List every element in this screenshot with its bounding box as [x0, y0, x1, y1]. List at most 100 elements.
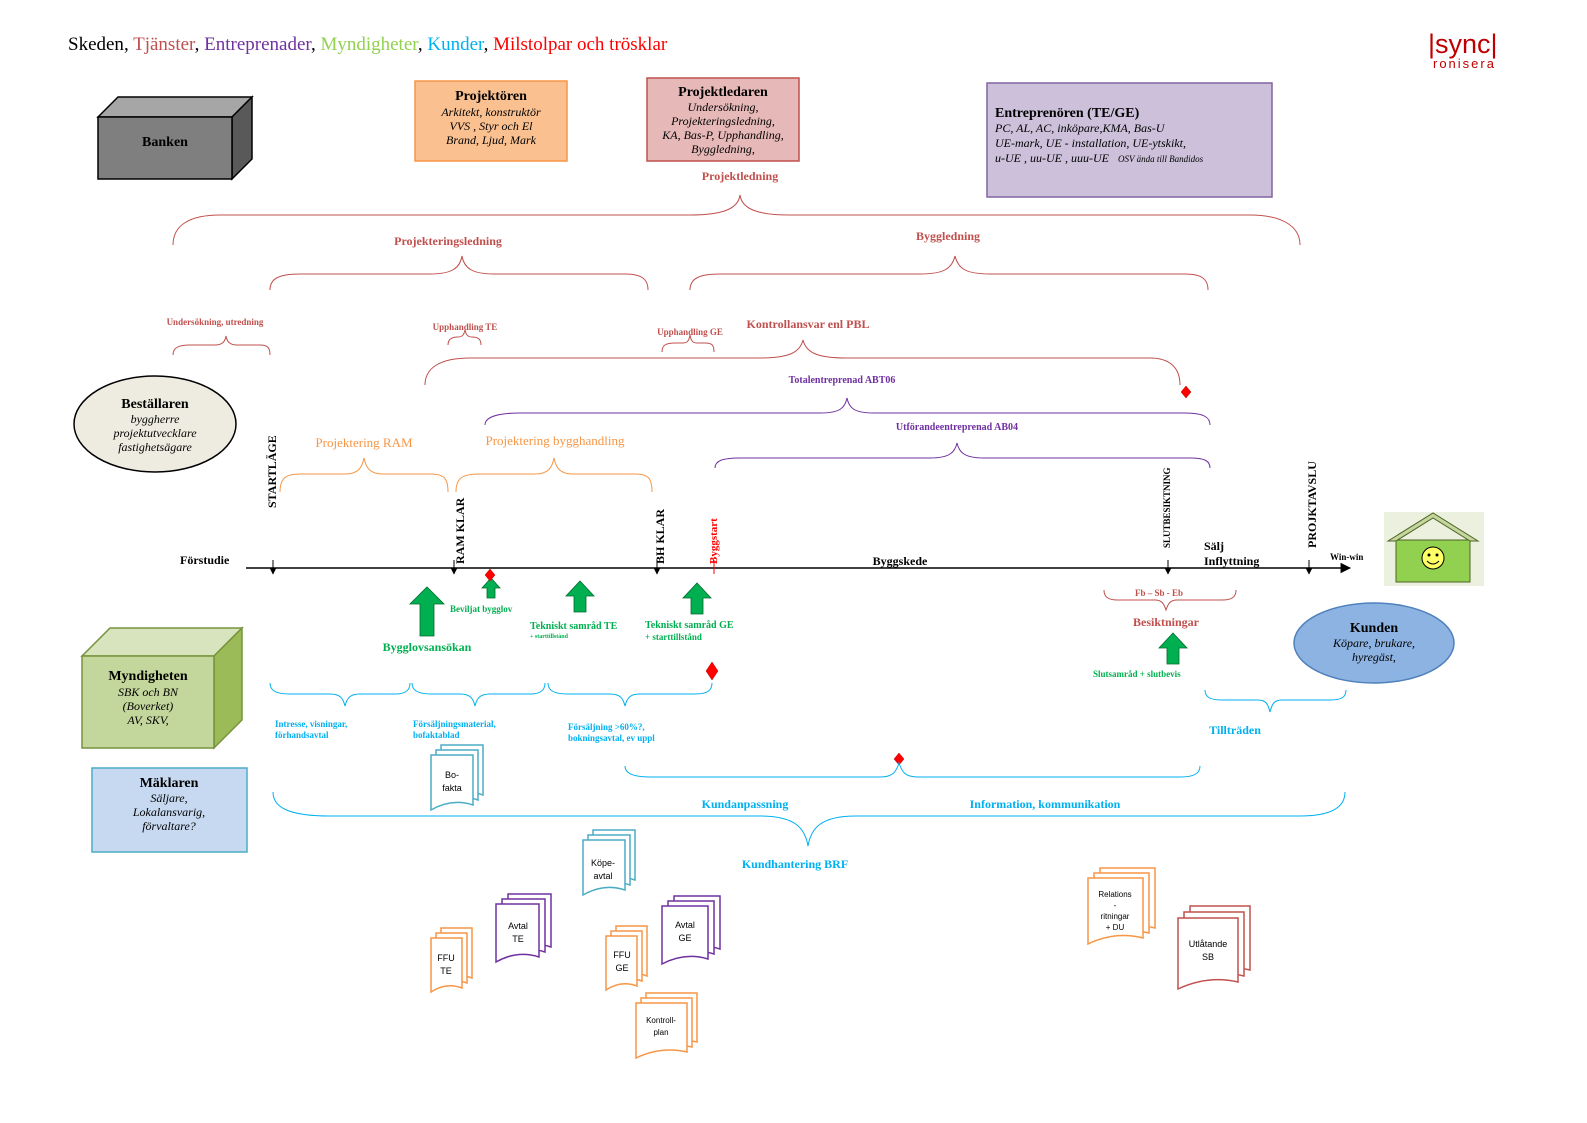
label-fb-sb-eb: Fb – Sb - Eb [1135, 588, 1183, 598]
doc-kopeavtal-icon [582, 829, 636, 897]
bestallaren-line: byggherre [131, 412, 181, 426]
label-tekniskt-ge-sub: + starttillstånd [645, 632, 702, 642]
entreprenoren-box: Entreprenören (TE/GE) PC, AL, AC, inköpa… [986, 82, 1273, 198]
logo-line2: ronisera [1433, 56, 1496, 71]
entreprenoren-line: u-UE , uu-UE , uuu-UE [995, 151, 1110, 165]
myndigheten-line: (Boverket) [123, 699, 174, 713]
arrow-slutsamrad-icon [1158, 632, 1188, 665]
entreprenoren-title: Entreprenören (TE/GE) [995, 106, 1140, 121]
projektoren-line: Brand, Ljud, Mark [446, 133, 537, 147]
title-part: Kunder [427, 34, 485, 55]
arrow-beviljat-bygglov-icon [481, 577, 501, 599]
label-slutsamrad: Slutsamråd + slutbevis [1093, 669, 1181, 679]
house-smiley-icon [1384, 512, 1484, 586]
projektledaren-line: KA, Bas-P, Upphandling, [661, 128, 783, 142]
label-forsaljningsmaterial-line: Försäljningsmaterial, [413, 719, 496, 729]
doc-kontrollplan-icon [635, 992, 698, 1060]
doc-relationsritningar-icon [1087, 867, 1156, 946]
label-projektledning: Projektledning [702, 169, 778, 183]
label-projektering-bygghandling: Projektering bygghandling [485, 433, 625, 448]
brace-kontrollansvar [424, 339, 1181, 386]
arrow-bygglovsansokan-icon [409, 586, 445, 637]
kunden-line: hyregäst, [1352, 650, 1396, 664]
doc-bofakta-line: fakta [442, 783, 462, 793]
arrow-tekniskt-te-icon [565, 580, 595, 613]
brace-kundanpassning-information [624, 761, 1201, 778]
title-part: , [124, 34, 133, 55]
label-kontrollansvar: Kontrollansvar enl PBL [747, 317, 870, 331]
myndigheten-box: Myndigheten SBK och BN (Boverket) AV, SK… [80, 626, 244, 750]
sync-logo: |sync| ronisera [1428, 29, 1498, 71]
brace-utforandeentreprenad [714, 442, 1211, 469]
title-part: , [418, 34, 428, 55]
title-part: , [195, 34, 205, 55]
doc-utlatande-line: SB [1202, 952, 1214, 962]
brace-upphandling-te [447, 329, 482, 346]
doc-ffu-te-line: FFU [437, 953, 455, 963]
doc-bofakta-line: Bo- [445, 770, 459, 780]
label-tekniskt-te-sub: + starttillstånd [530, 633, 569, 640]
label-forsaljning-line: bokningsavtal, ev uppl [568, 733, 655, 743]
title-part: Myndigheter [320, 34, 419, 55]
maklaren-line: Lokalansvarig, [132, 805, 205, 819]
doc-kopeavtal-line: Köpe- [591, 858, 615, 868]
label-intresse-line: förhandsavtal [275, 730, 329, 740]
label-tekniskt-ge: Tekniskt samråd GE [645, 620, 734, 631]
brace-forsaljning [547, 682, 713, 707]
milestone-diamond-icon [1180, 385, 1192, 399]
label-winwin: Win-win [1330, 552, 1363, 562]
title-part: Milstolpar och trösklar [493, 34, 668, 55]
label-forstudie: Förstudie [180, 553, 230, 567]
projektledaren-line: Undersökning, [688, 100, 759, 114]
projektoren-line: VVS , Styr och El [450, 119, 534, 133]
doc-ffu-te-icon [430, 927, 473, 994]
label-inflyttning: Inflyttning [1204, 554, 1259, 568]
brace-totalentreprenad [484, 397, 1211, 426]
logo-line1: |sync| [1428, 29, 1498, 59]
milestone-diamond-icon [484, 568, 496, 582]
doc-kopeavtal-line: avtal [593, 871, 612, 881]
label-tilltraden: Tillträden [1209, 723, 1261, 737]
diagram-title: Skeden, Tjänster, Entreprenader, Myndigh… [68, 34, 668, 55]
brace-projektering-bygghandling [455, 457, 653, 493]
doc-avtal-ge-line: Avtal [675, 920, 695, 930]
entreprenoren-line: UE-mark, UE - installation, UE-ytskikt, [995, 136, 1186, 150]
label-projektering-ram: Projektering RAM [315, 435, 413, 450]
doc-relationsritningar-line: Relations [1098, 890, 1131, 899]
label-totalentreprenad: Totalentreprenad ABT06 [789, 375, 896, 386]
kunden-line: Köpare, brukare, [1332, 636, 1415, 650]
doc-avtal-ge-icon [661, 895, 721, 966]
label-bh-klar: BH KLAR [653, 509, 667, 564]
brace-tilltraden [1204, 689, 1347, 713]
label-byggledning: Byggledning [916, 229, 980, 243]
projektledaren-line: Byggledning, [691, 142, 755, 156]
label-bygglovsansokan: Bygglovsansökan [383, 640, 472, 654]
projektoren-box: Projektören Arkitekt, konstruktör VVS , … [414, 80, 568, 162]
label-utforandeentreprenad: Utförandeentreprenad AB04 [896, 422, 1018, 433]
label-byggskede: Byggskede [873, 554, 928, 568]
brace-forsaljningsmaterial [411, 682, 546, 707]
label-ram-klar: RAM KLAR [453, 497, 467, 564]
maklaren-title: Mäklaren [140, 776, 199, 791]
milestone-diamond-icon [705, 661, 719, 681]
label-intresse-line: Intresse, visningar, [275, 719, 347, 729]
label-forsaljning-line: Försäljning >60%?, [568, 722, 645, 732]
brace-projektledning [172, 194, 1301, 246]
label-byggstart: Byggstart [708, 518, 720, 564]
label-startlage: STARTLÄGE [265, 435, 279, 508]
myndigheten-line: AV, SKV, [126, 713, 169, 727]
bestallaren-title: Beställaren [121, 397, 189, 412]
label-slutbesiktning: SLUTBESIKTNING [1162, 467, 1172, 548]
banken-title: Banken [142, 135, 188, 150]
brace-upphandling-ge [661, 334, 715, 353]
brace-undersokning [172, 335, 271, 356]
myndigheten-title: Myndigheten [108, 669, 188, 684]
doc-utlatande-icon [1177, 905, 1251, 991]
myndigheten-line: SBK och BN [118, 685, 179, 699]
doc-avtal-te-line: Avtal [508, 921, 528, 931]
doc-ffu-te-line: TE [440, 966, 452, 976]
bestallaren-ellipse: Beställaren byggherre projektutvecklare … [73, 375, 237, 473]
label-kundhantering: Kundhantering BRF [742, 857, 848, 871]
